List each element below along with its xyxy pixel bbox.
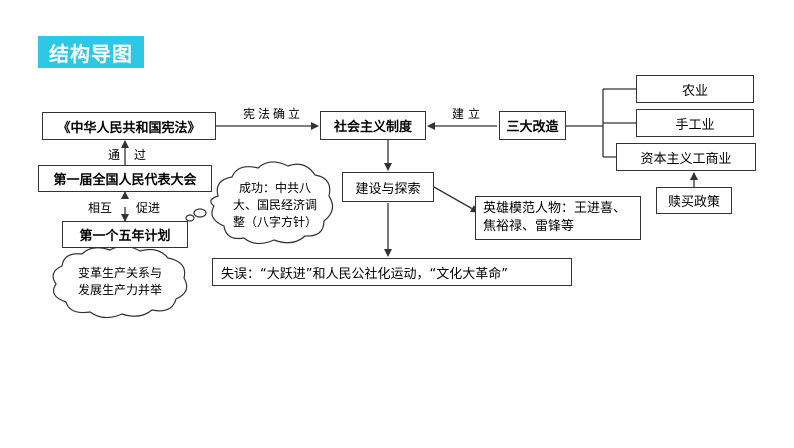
reform-cloud: 变革生产关系与 发展生产力并举: [60, 265, 180, 299]
redemption-node: 赎买政策: [656, 187, 732, 214]
label-constitution-established: 宪法确立: [243, 107, 304, 121]
label-established: 建立: [452, 107, 485, 121]
label-through-1: 通: [108, 148, 121, 162]
success-cloud: 成功：中共八 大、国民经济调 整（八字方针）: [222, 180, 328, 231]
capitalist-node: 资本主义工商业: [616, 143, 756, 171]
agriculture-node: 农业: [636, 75, 754, 103]
label-mutual: 相互: [88, 201, 113, 215]
reform-line-2: 发展生产力并举: [77, 283, 162, 297]
cloud-shapes: [52, 161, 334, 319]
three-reforms-node: 三大改造: [499, 111, 566, 140]
five-year-plan-node: 第一个五年计划: [62, 221, 188, 248]
heroes-line-2: 焦裕禄、雷锋等: [483, 219, 575, 234]
socialism-node: 社会主义制度: [320, 111, 426, 140]
label-promote: 促进: [136, 201, 161, 215]
handicraft-node: 手工业: [636, 109, 754, 137]
success-line-2: 大、国民经济调: [232, 198, 317, 212]
mistakes-node: 失误：“大跃进”和人民公社化运动，“文化大革命”: [212, 258, 572, 286]
constitution-node: 《中华人民共和国宪法》: [42, 112, 216, 140]
page-title: 结构导图: [38, 36, 144, 68]
heroes-line-1: 英雄模范人物：王进喜、: [483, 201, 627, 216]
heroes-node: 英雄模范人物：王进喜、 焦裕禄、雷锋等: [475, 196, 641, 240]
success-line-1: 成功：中共八: [238, 181, 311, 195]
reform-line-1: 变革生产关系与: [77, 266, 162, 280]
label-through-2: 过: [134, 148, 147, 162]
success-line-3: 整（八字方针）: [232, 215, 317, 229]
congress-node: 第一届全国人民代表大会: [38, 165, 212, 192]
construction-node: 建设与探索: [342, 172, 434, 202]
